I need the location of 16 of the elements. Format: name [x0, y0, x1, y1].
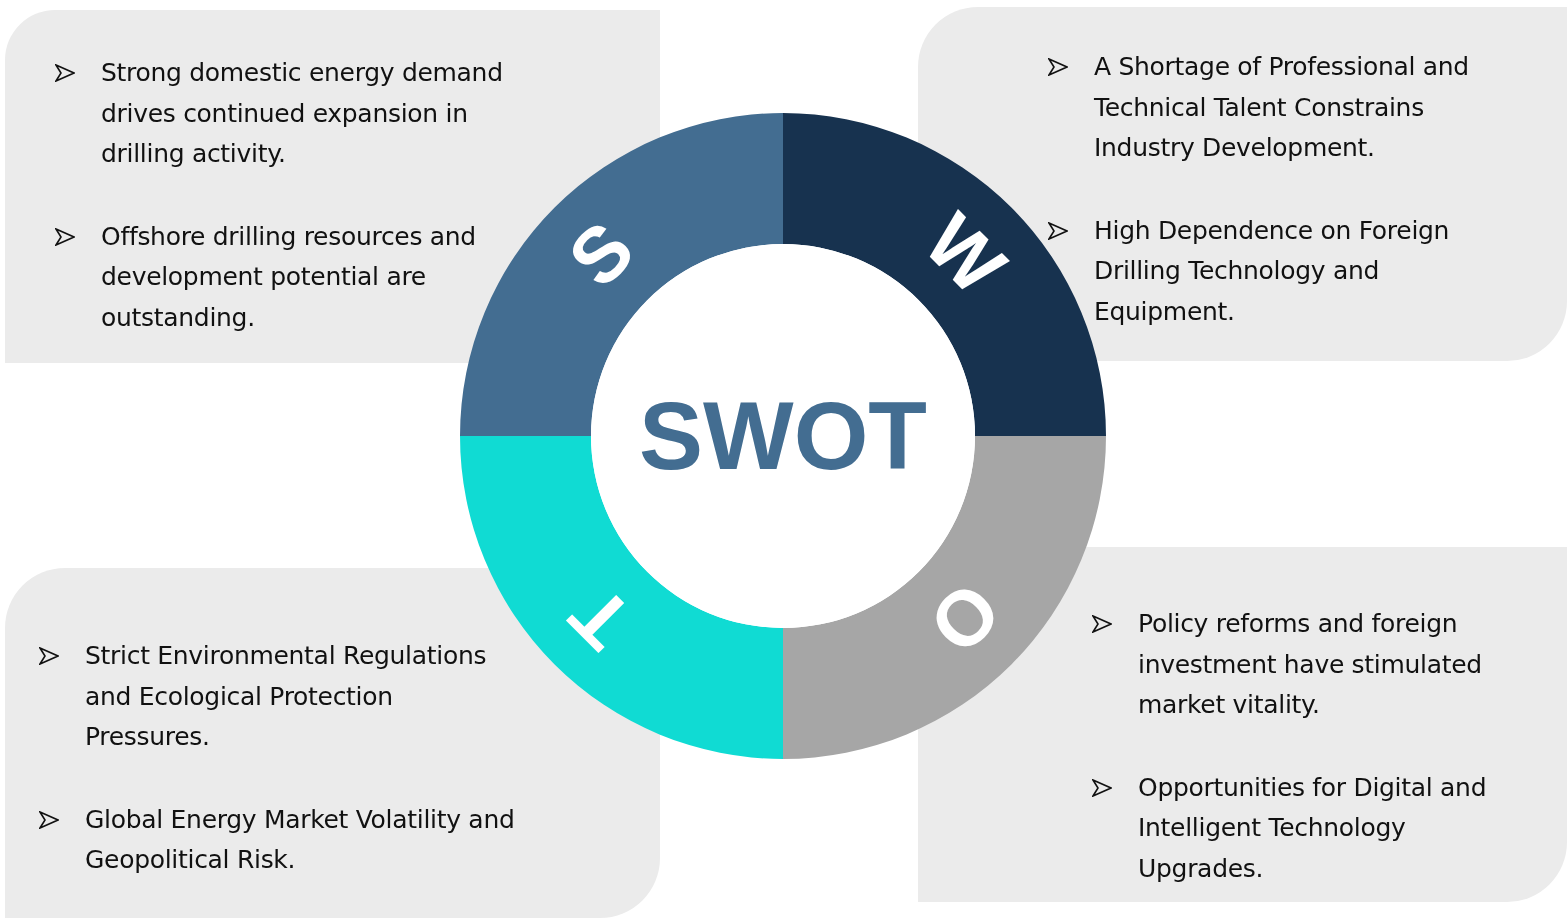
text-panel: [918, 547, 1567, 902]
text-panel: [5, 568, 660, 918]
bullet-text: Policy reforms and foreign investment have stimulated market vitality.: [1138, 608, 1483, 721]
bullet-text: Strong domestic energy demand drives continued expansion in drilling activity.: [101, 57, 504, 170]
text-panel: [918, 7, 1567, 361]
segment-letter: T: [556, 573, 646, 663]
bullet-text: High Dependence on Foreign Drilling Technology and Equipment.: [1094, 214, 1451, 328]
segment-letter: O: [916, 569, 1015, 668]
bullet-text: A Shortage of Professional and Technical Talent Constrains Industry Development.: [1094, 51, 1470, 164]
bullet-text: Opportunities for Digital and Intelligent Technology Upgrades.: [1138, 771, 1488, 885]
bullet-text: Offshore drilling resources and development potential are outstanding.: [101, 220, 477, 334]
bullet-text: Strict Environmental Regulations and Ecological Protection Pressures.: [85, 640, 488, 753]
segment-letter: S: [554, 207, 647, 300]
center-title: SWOT: [639, 388, 927, 484]
segment-letter: W: [911, 200, 1019, 308]
bullet-text: Global Energy Market Volatility and Geopolitical Risk.: [85, 803, 515, 876]
